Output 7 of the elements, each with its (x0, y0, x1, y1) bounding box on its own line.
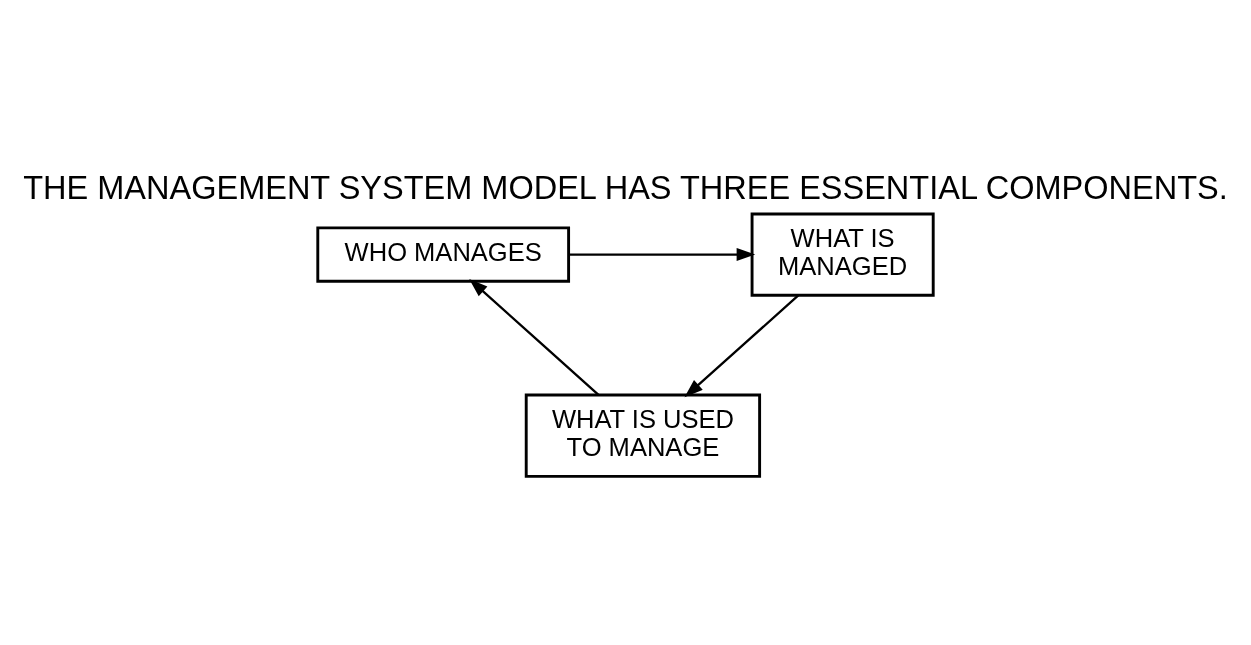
arrow (469, 279, 600, 396)
node-box: WHO MANAGES (316, 226, 571, 283)
node-box: WHAT IS MANAGED (750, 212, 935, 297)
arrow (684, 294, 800, 398)
arrow (568, 248, 756, 262)
node-box: WHAT IS USED TO MANAGE (524, 393, 762, 478)
diagram-title: THE MANAGEMENT SYSTEM MODEL HAS THREE ESSENTIAL COMPONENTS. (23, 170, 1228, 207)
